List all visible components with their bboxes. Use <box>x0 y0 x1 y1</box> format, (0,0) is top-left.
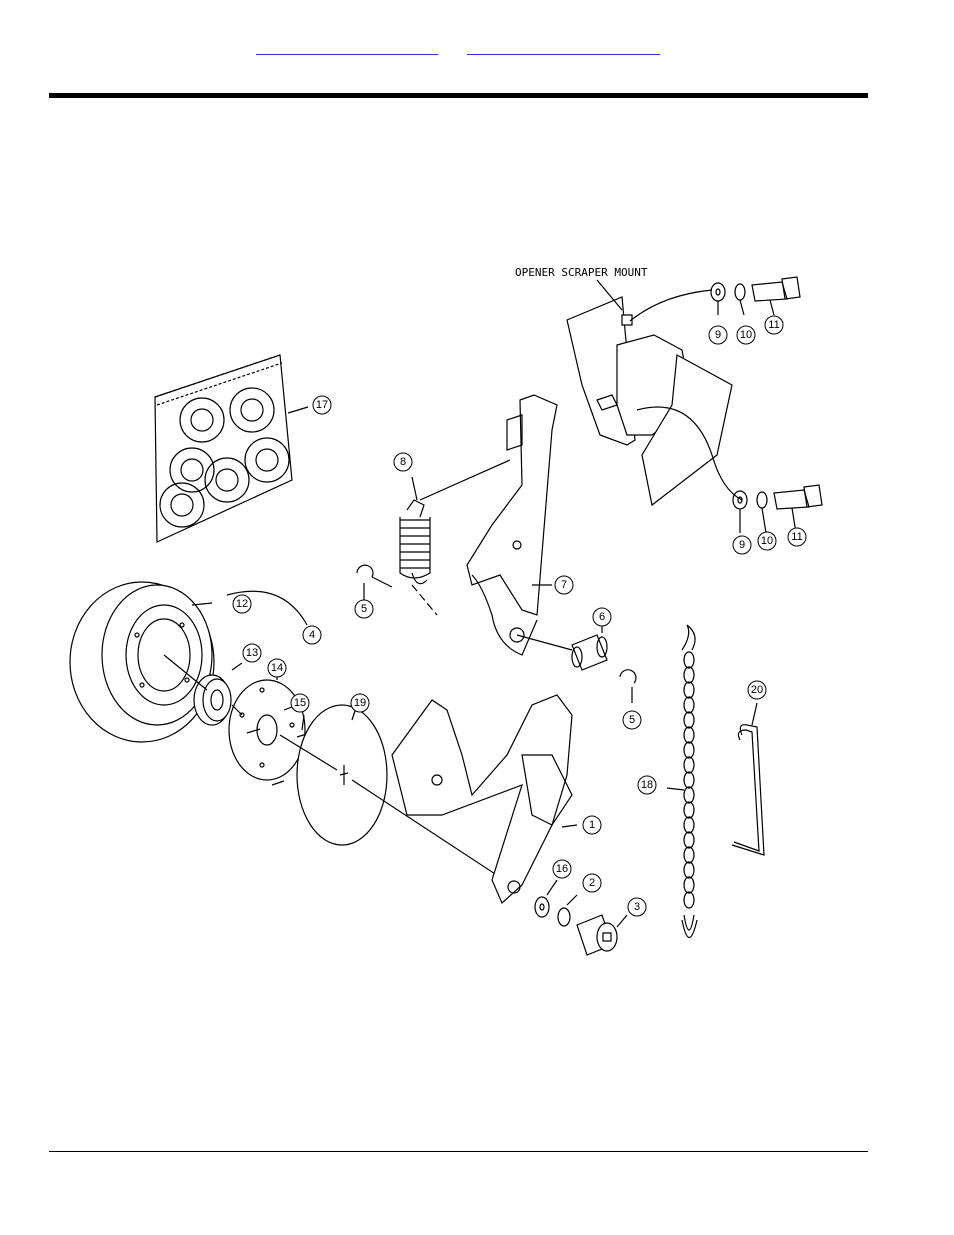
scraper-mount <box>567 280 742 505</box>
callout-12: 12 <box>236 598 248 610</box>
header-link-right[interactable] <box>467 40 660 55</box>
callout-20: 20 <box>751 684 763 696</box>
parts-diagram: OPENER SCRAPER MOUNT 17 8 9 10 11 9 10 <box>52 255 832 960</box>
hardware-bottom <box>733 485 822 533</box>
callout-2: 2 <box>589 877 595 889</box>
pivot-hardware <box>535 880 627 955</box>
callout-15: 15 <box>294 697 306 709</box>
opener-scraper-mount-label: OPENER SCRAPER MOUNT <box>515 266 648 279</box>
hardware-top <box>711 277 800 315</box>
callout-17: 17 <box>316 399 328 411</box>
callout-11-top: 11 <box>768 319 779 331</box>
clip-lower <box>620 670 636 703</box>
footer-rule <box>49 1151 868 1152</box>
callout-8: 8 <box>400 456 406 468</box>
clip-upper <box>357 565 392 603</box>
callout-1: 1 <box>589 819 595 831</box>
callout-7: 7 <box>561 579 567 591</box>
bearing-bag <box>155 355 308 542</box>
callout-5-upper: 5 <box>361 603 367 615</box>
exploded-view-svg: OPENER SCRAPER MOUNT 17 8 9 10 11 9 10 <box>52 255 832 960</box>
chain <box>667 625 697 938</box>
opener-arm <box>467 395 557 655</box>
mount-arm <box>392 695 577 903</box>
callout-18: 18 <box>641 779 653 791</box>
callout-10-bottom: 10 <box>761 535 773 547</box>
callout-13: 13 <box>246 647 258 659</box>
bushing <box>517 617 607 670</box>
callout-14: 14 <box>271 662 283 674</box>
callout-3: 3 <box>634 901 640 913</box>
callout-11-bottom: 11 <box>791 531 802 543</box>
callout-19: 19 <box>354 697 366 709</box>
callout-9-bottom: 9 <box>739 539 745 551</box>
header-rule <box>49 93 868 98</box>
callout-5-lower: 5 <box>629 714 635 726</box>
callout-16: 16 <box>556 863 568 875</box>
hook-rod <box>732 703 764 855</box>
callout-4: 4 <box>309 629 315 641</box>
callout-9-top: 9 <box>715 329 721 341</box>
callout-10-top: 10 <box>740 329 752 341</box>
header-link-left[interactable] <box>256 40 438 55</box>
callout-6: 6 <box>599 611 605 623</box>
